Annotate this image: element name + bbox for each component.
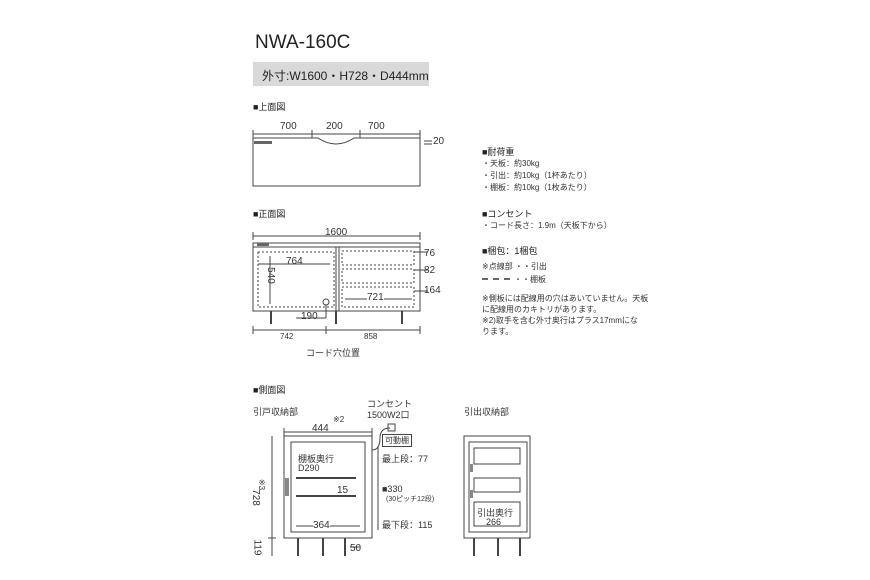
cord-caption: コード穴位置 xyxy=(306,348,361,358)
movable-shelf-badge: 可動棚 xyxy=(382,434,412,447)
dimensions-bar xyxy=(253,62,429,86)
drawer-side-3 xyxy=(473,501,521,527)
side-inner-depth: 364 xyxy=(313,520,330,531)
side-note3: ※3 xyxy=(257,478,267,491)
bottom-right-dim: 858 xyxy=(364,332,378,341)
load-item-2: ・引出：約10kg（1杯あたり） xyxy=(482,171,592,180)
top-view-heading: ■上面図 xyxy=(253,102,286,112)
shelf-depth-label-2: D290 xyxy=(298,463,320,473)
top-label-1: 700 xyxy=(280,121,297,132)
outlet-item-1: ・コード長さ：1.9m（天板下から） xyxy=(482,221,612,230)
top-depth-label: 20 xyxy=(433,136,445,147)
mid-range: ■330 xyxy=(382,484,403,494)
note-3: ※2)取手を含む外寸奥行はプラス17mmにな xyxy=(482,316,638,325)
top-label-2: 200 xyxy=(326,121,343,132)
drawer-inner-width: 721 xyxy=(367,292,384,303)
front-width-label: 1600 xyxy=(325,227,348,238)
note-4: ります。 xyxy=(482,327,514,336)
left-caption: 引戸収納部 xyxy=(253,407,299,417)
load-heading: ■耐荷重 xyxy=(482,147,515,157)
top-view-outline xyxy=(252,137,421,187)
mid-range-note: (30ピッチ12段) xyxy=(386,496,435,503)
drawer-height-2: 82 xyxy=(424,265,436,276)
drawer-height-1: 76 xyxy=(424,248,436,259)
page-title: NWA-160C xyxy=(255,32,351,53)
load-item-3: ・棚板：約10kg（1枚あたり） xyxy=(482,183,592,192)
outlet-heading: ■コンセント xyxy=(482,209,533,219)
cord-hole xyxy=(322,298,330,306)
drawer-side-1 xyxy=(473,447,521,465)
side-note2: ※2 xyxy=(333,415,345,424)
package-heading: ■梱包：1梱包 xyxy=(482,246,538,256)
side-view-heading: ■側面図 xyxy=(253,385,286,395)
front-height: 540 xyxy=(264,267,276,284)
leg-height: 119 xyxy=(251,539,263,556)
drawer-side-2 xyxy=(473,477,521,493)
front-view-heading: ■正面図 xyxy=(253,209,286,219)
note-2: に配線用のカキトリがあります。 xyxy=(482,305,602,314)
side-depth: 444 xyxy=(312,423,329,434)
front-inner-width: 764 xyxy=(286,256,303,267)
note-1: ※側板には配線用の穴はあいていません。天板 xyxy=(482,294,649,303)
cord-hole-offset: 190 xyxy=(301,311,318,322)
drawer-3 xyxy=(341,286,415,308)
drawer-2 xyxy=(341,268,415,284)
top-label-3: 700 xyxy=(368,121,385,132)
load-item-1: ・天板：約30kg xyxy=(482,159,540,168)
drawer-height-3: 164 xyxy=(424,285,441,296)
bottom-left-dim: 742 xyxy=(280,332,294,341)
shelf-gap: 15 xyxy=(337,485,349,496)
leg-side: 50 xyxy=(350,543,362,554)
top-step: 最上段：77 xyxy=(382,454,429,464)
drawer-depth-label-1: 引出奥行 xyxy=(477,508,514,518)
side-height: 728 xyxy=(249,489,261,506)
drawer-1 xyxy=(341,250,415,266)
dimensions-text: 外寸:W1600・H728・D444mm xyxy=(262,69,429,83)
bottom-step: 最下段：115 xyxy=(382,520,433,530)
legend-drawer: ※点線部 ・・引出 xyxy=(482,262,547,271)
right-caption: 引出収納部 xyxy=(464,407,510,417)
side-view-left-body xyxy=(283,435,373,539)
outlet-label: コンセント xyxy=(367,399,413,409)
outlet-spec: 1500W2口 xyxy=(367,410,410,420)
drawer-depth-label-2: 266 xyxy=(486,517,502,527)
shelf-depth-label-1: 棚板奥行 xyxy=(298,454,335,464)
legend-shelf: ・・棚板 xyxy=(514,275,546,284)
legend-shelf-line xyxy=(482,278,510,280)
